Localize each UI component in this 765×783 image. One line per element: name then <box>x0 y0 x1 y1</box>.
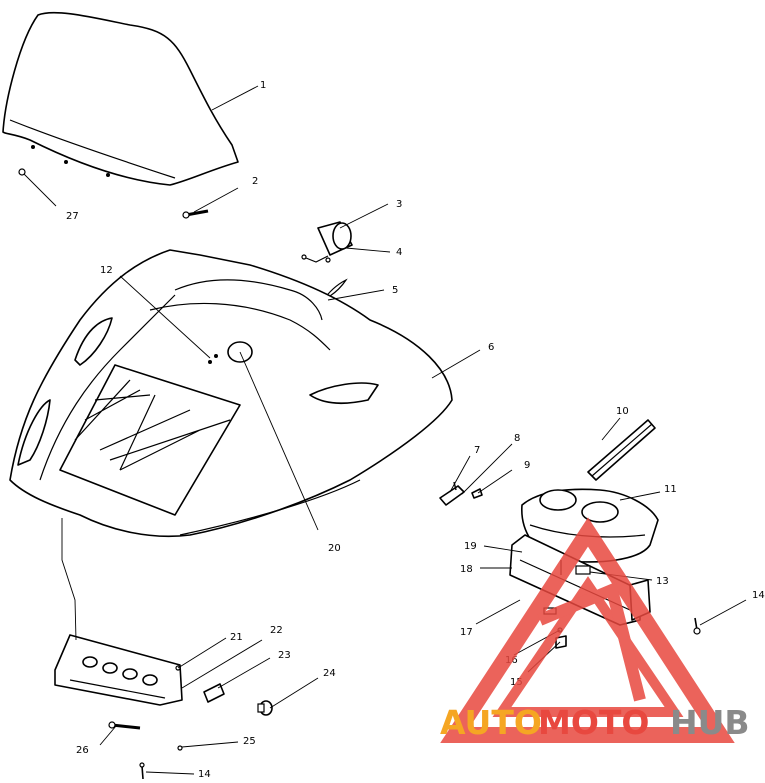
hood <box>9 249 453 538</box>
front-bracket <box>54 634 183 706</box>
callout-12: 12 <box>100 265 113 276</box>
hinge-and-knob <box>203 683 273 716</box>
callout-27: 27 <box>66 211 79 222</box>
callout-20: 20 <box>328 543 341 554</box>
clip-hardware <box>439 481 483 506</box>
lower-fasteners <box>108 721 183 780</box>
callout-10: 10 <box>616 406 629 417</box>
watermark-hub: HUB <box>670 703 750 742</box>
watermark-logo <box>440 517 735 743</box>
callout-3: 3 <box>396 199 402 210</box>
callout-13: 13 <box>656 576 669 587</box>
callout-labels: 1 2 3 4 5 6 7 8 9 10 11 12 13 14 15 16 1… <box>66 80 765 780</box>
callout-21: 21 <box>230 632 243 643</box>
callout-24: 24 <box>323 668 336 679</box>
callout-9: 9 <box>524 460 530 471</box>
adjuster-rod <box>587 419 656 481</box>
callout-4: 4 <box>396 247 402 258</box>
watermark-moto: MOTO <box>538 703 649 742</box>
callout-22: 22 <box>270 625 283 636</box>
watermark-auto: AUTO <box>440 703 542 742</box>
assembly-line <box>61 518 77 641</box>
callout-18: 18 <box>460 564 473 575</box>
windshield-screw <box>182 209 209 219</box>
callout-14-right: 14 <box>752 590 765 601</box>
callout-23: 23 <box>278 650 291 661</box>
callout-14-bottom: 14 <box>198 769 211 780</box>
callout-8: 8 <box>514 433 520 444</box>
windshield <box>2 11 239 186</box>
callout-6: 6 <box>488 342 494 353</box>
callout-17: 17 <box>460 627 473 638</box>
callout-5: 5 <box>392 285 398 296</box>
callout-11: 11 <box>664 484 677 495</box>
wire-harness <box>321 278 348 303</box>
watermark-text: AUTO MOTO HUB <box>440 703 750 742</box>
leader-lines <box>23 85 747 775</box>
callout-7: 7 <box>474 445 480 456</box>
callout-19: 19 <box>464 541 477 552</box>
callout-25: 25 <box>243 736 256 747</box>
bulb-assembly <box>301 221 353 263</box>
callout-1: 1 <box>260 80 266 91</box>
callout-26: 26 <box>76 745 89 756</box>
callout-2: 2 <box>252 176 258 187</box>
